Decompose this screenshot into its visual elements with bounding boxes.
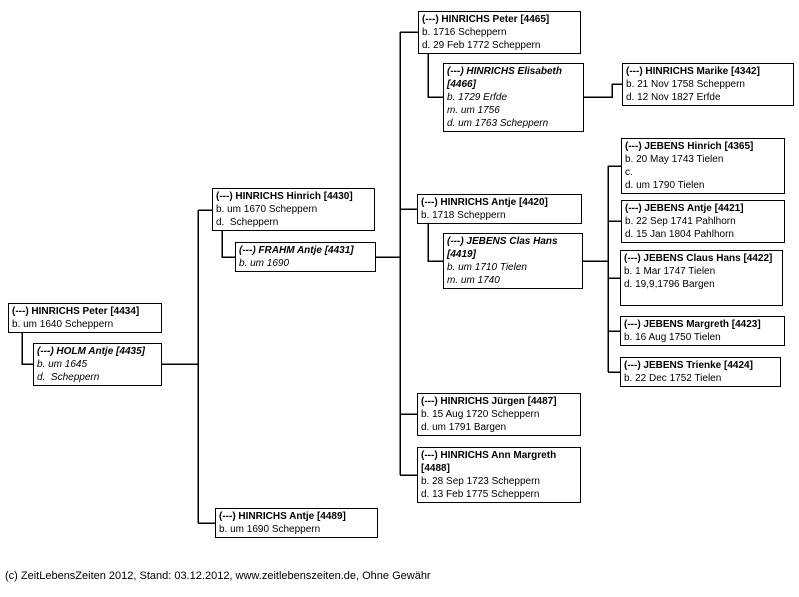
connector-couple-4430-4431 — [221, 230, 236, 258]
person-detail: b. 22 Sep 1741 Pahlhorn — [625, 216, 736, 227]
connector-family-4420 — [583, 165, 621, 373]
person-detail: d. 29 Feb 1772 Scheppern — [422, 40, 541, 51]
person-box-4466[interactable]: (---) HINRICHS Elisabeth [4466] b. 1729 … — [443, 63, 584, 132]
person-name: (---) HINRICHS Antje [4489] — [219, 511, 346, 522]
person-box-4431[interactable]: (---) FRAHM Antje [4431] b. um 1690 — [235, 242, 376, 272]
person-box-4430[interactable]: (---) HINRICHS Hinrich [4430] b. um 1670… — [212, 188, 375, 231]
person-name: (---) HINRICHS Peter [4434] — [12, 306, 140, 317]
person-detail: d. 15 Jan 1804 Pahlhorn — [625, 229, 734, 240]
connector-couple-4465-4466 — [427, 53, 444, 98]
person-detail: b. 1 Mar 1747 Tielen — [624, 266, 716, 277]
person-name: (---) JEBENS Trienke [4424] — [624, 360, 753, 371]
person-detail: b. um 1640 Scheppern — [12, 319, 114, 330]
person-box-4342[interactable]: (---) HINRICHS Marike [4342] b. 21 Nov 1… — [622, 63, 794, 106]
person-detail: b. um 1710 Tielen — [447, 262, 527, 273]
person-box-4365[interactable]: (---) JEBENS Hinrich [4365] b. 20 May 17… — [621, 138, 785, 194]
person-detail: d. 19,9,1796 Bargen — [624, 279, 715, 290]
person-name: (---) JEBENS Claus Hans [4422] — [624, 253, 773, 264]
person-detail: b. 21 Nov 1758 Scheppern — [626, 79, 745, 90]
person-detail: b. 20 May 1743 Tielen — [625, 154, 724, 165]
person-detail: b. um 1645 — [37, 359, 88, 370]
person-detail: b. 16 Aug 1750 Tielen — [624, 332, 721, 343]
person-name: (---) JEBENS Antje [4421] — [625, 203, 744, 214]
person-name: (---) HINRICHS Jürgen [4487] — [421, 396, 557, 407]
person-detail: m. um 1756 — [447, 105, 500, 116]
person-detail: b. 1716 Scheppern — [422, 27, 507, 38]
connector-family-4434 — [162, 209, 216, 524]
person-detail: c. — [625, 167, 633, 178]
person-box-4424[interactable]: (---) JEBENS Trienke [4424] b. 22 Dec 17… — [620, 357, 781, 387]
connector-couple-4420-4419 — [427, 223, 444, 262]
person-detail: b. um 1690 Scheppern — [219, 524, 321, 535]
person-box-4420[interactable]: (---) HINRICHS Antje [4420] b. 1718 Sche… — [417, 194, 582, 224]
person-detail: b. um 1690 — [239, 258, 290, 269]
person-detail: d. 12 Nov 1827 Erfde — [626, 92, 721, 103]
person-detail: d. um 1763 Scheppern — [447, 118, 549, 129]
person-name: (---) HINRICHS Marike [4342] — [626, 66, 760, 77]
connector-family-4430 — [376, 31, 418, 476]
person-name: (---) FRAHM Antje [4431] — [239, 245, 354, 256]
connector-family-4465 — [584, 83, 622, 98]
person-detail: b. 28 Sep 1723 Scheppern — [421, 476, 540, 487]
person-box-4434[interactable]: (---) HINRICHS Peter [4434] b. um 1640 S… — [8, 303, 162, 333]
person-name: (---) HINRICHS Hinrich [4430] — [216, 191, 353, 202]
person-box-4488[interactable]: (---) HINRICHS Ann Margreth [4488] b. 28… — [417, 447, 581, 503]
person-detail: b. 1729 Erfde — [447, 92, 508, 103]
person-detail: m. um 1740 — [447, 275, 500, 286]
person-name: (---) HINRICHS Ann Margreth [4488] — [421, 450, 557, 474]
person-detail: d. um 1791 Bargen — [421, 422, 507, 433]
person-box-4423[interactable]: (---) JEBENS Margreth [4423] b. 16 Aug 1… — [620, 316, 785, 346]
person-box-4435[interactable]: (---) HOLM Antje [4435] b. um 1645 d. Sc… — [33, 343, 162, 386]
person-box-4419[interactable]: (---) JEBENS Clas Hans [4419] b. um 1710… — [443, 233, 583, 289]
person-name: (---) JEBENS Margreth [4423] — [624, 319, 761, 330]
person-detail: b. 22 Dec 1752 Tielen — [624, 373, 722, 384]
person-name: (---) JEBENS Hinrich [4365] — [625, 141, 754, 152]
person-box-4489[interactable]: (---) HINRICHS Antje [4489] b. um 1690 S… — [215, 508, 378, 538]
person-detail: d. Scheppern — [37, 372, 100, 383]
person-detail: d. um 1790 Tielen — [625, 180, 705, 191]
person-name: (---) HINRICHS Antje [4420] — [421, 197, 548, 208]
person-detail: d. 13 Feb 1775 Scheppern — [421, 489, 540, 500]
person-box-4465[interactable]: (---) HINRICHS Peter [4465] b. 1716 Sche… — [418, 11, 581, 54]
person-name: (---) HINRICHS Peter [4465] — [422, 14, 550, 25]
person-name: (---) HOLM Antje [4435] — [37, 346, 145, 357]
person-detail: b. 1718 Scheppern — [421, 210, 506, 221]
person-box-4487[interactable]: (---) HINRICHS Jürgen [4487] b. 15 Aug 1… — [417, 393, 581, 436]
person-name: (---) JEBENS Clas Hans [4419] — [447, 236, 558, 260]
copyright-footer: (c) ZeitLebensZeiten 2012, Stand: 03.12.… — [5, 570, 431, 582]
person-box-4422[interactable]: (---) JEBENS Claus Hans [4422] b. 1 Mar … — [620, 250, 783, 306]
person-detail: b. 15 Aug 1720 Scheppern — [421, 409, 540, 420]
person-detail: d. Scheppern — [216, 217, 279, 228]
person-detail: b. um 1670 Scheppern — [216, 204, 318, 215]
person-box-4421[interactable]: (---) JEBENS Antje [4421] b. 22 Sep 1741… — [621, 200, 785, 243]
connector-couple-4434-4435 — [21, 331, 34, 365]
person-name: (---) HINRICHS Elisabeth [4466] — [447, 66, 562, 90]
